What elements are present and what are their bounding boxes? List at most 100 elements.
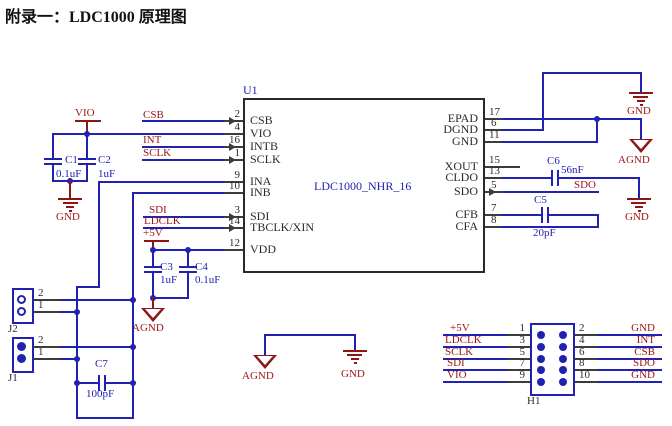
junction-dot bbox=[74, 380, 80, 386]
wire bbox=[542, 72, 642, 74]
capacitor-value: 100pF bbox=[86, 388, 115, 400]
header-net-label: GND bbox=[631, 322, 655, 334]
wire bbox=[143, 227, 226, 229]
wire bbox=[142, 159, 226, 161]
ic-pin-number: 12 bbox=[229, 237, 240, 249]
header-pin-dot bbox=[559, 331, 567, 339]
capacitor-c3-plate bbox=[144, 271, 162, 273]
ic-pin-name: INA bbox=[250, 174, 272, 188]
power-stem bbox=[86, 120, 88, 134]
ic-pin-name: SDO bbox=[453, 184, 478, 198]
ic-pin-number: 14 bbox=[229, 215, 240, 227]
ic-pin-number: 16 bbox=[229, 134, 240, 146]
capacitor-c5-plate bbox=[547, 207, 549, 223]
gnd-symbol bbox=[354, 362, 357, 364]
header-pin-number: 10 bbox=[579, 369, 590, 381]
pin-stub bbox=[33, 358, 60, 360]
agnd-symbol bbox=[633, 140, 649, 149]
gnd-symbol bbox=[631, 202, 646, 204]
header-pin-dot bbox=[537, 343, 545, 351]
ic-pin-name: VIO bbox=[250, 126, 272, 140]
wire bbox=[132, 192, 134, 419]
capacitor-value: 56nF bbox=[561, 164, 584, 176]
connector-pin-circle bbox=[17, 354, 26, 363]
net-label: SDO bbox=[574, 179, 597, 191]
agnd-label: AGND bbox=[132, 322, 164, 334]
header-net-label: SCLK bbox=[445, 346, 474, 358]
connector-ref-label: J1 bbox=[8, 372, 18, 384]
wire bbox=[52, 133, 54, 159]
capacitor-ref: C7 bbox=[95, 358, 108, 370]
wire bbox=[354, 334, 356, 351]
wire bbox=[598, 346, 662, 348]
header-pin-dot bbox=[537, 355, 545, 363]
wire bbox=[542, 72, 544, 131]
header-pin-number: 6 bbox=[579, 346, 585, 358]
header-net-label: +5V bbox=[450, 322, 470, 334]
ic-pin-number: 6 bbox=[491, 117, 497, 129]
ic-pin-name: CLDO bbox=[445, 170, 478, 184]
net-label: INT bbox=[143, 134, 162, 146]
wire bbox=[76, 286, 100, 288]
junction-dot bbox=[130, 380, 136, 386]
capacitor-c2-plate bbox=[78, 158, 96, 160]
wire bbox=[443, 358, 507, 360]
ic-pin-name: XOUT bbox=[444, 159, 478, 173]
wire bbox=[640, 72, 642, 93]
ic-pin-name: GND bbox=[452, 134, 478, 148]
pin-stub bbox=[224, 192, 243, 194]
ic-pin-name: EPAD bbox=[447, 111, 478, 125]
gnd-symbol bbox=[351, 358, 359, 360]
pin-stub bbox=[485, 166, 520, 168]
wire bbox=[549, 214, 599, 216]
power-bar bbox=[75, 120, 101, 122]
capacitor-value: 0.1uF bbox=[195, 274, 221, 286]
ic-part-number: LDC1000_NHR_16 bbox=[314, 179, 412, 193]
gnd-stem bbox=[69, 180, 71, 199]
gnd-symbol bbox=[343, 350, 367, 352]
wire bbox=[502, 191, 599, 193]
capacitor-c1-plate bbox=[44, 163, 62, 165]
ic-pin-number: 2 bbox=[234, 108, 241, 120]
pin-number: 2 bbox=[38, 334, 44, 346]
ic-pin-name: SDI bbox=[250, 209, 270, 223]
pin-stub bbox=[485, 129, 503, 131]
pin-stub bbox=[507, 381, 530, 383]
wire bbox=[596, 118, 598, 143]
capacitor-c5-plate bbox=[541, 207, 543, 223]
wire bbox=[76, 382, 99, 384]
agnd-symbol bbox=[257, 356, 273, 365]
ic-pin-number: 15 bbox=[489, 154, 500, 166]
ic-pin-name: CFB bbox=[455, 207, 478, 221]
ic-pin-number: 1 bbox=[234, 147, 241, 159]
ic-designator: U1 bbox=[243, 83, 258, 97]
pin-number: 1 bbox=[38, 346, 44, 358]
wire bbox=[443, 334, 507, 336]
pin-stub bbox=[485, 226, 503, 228]
junction-dot bbox=[130, 297, 136, 303]
wire bbox=[60, 346, 133, 348]
pin-stub bbox=[33, 299, 60, 301]
wire bbox=[598, 369, 662, 371]
agnd-symbol bbox=[145, 309, 161, 318]
header-pin-number: 8 bbox=[579, 357, 585, 369]
connector-pin-circle bbox=[17, 307, 26, 316]
pin-number: 1 bbox=[38, 299, 44, 311]
wire bbox=[86, 133, 88, 159]
pin-arrow-icon bbox=[229, 143, 236, 151]
header-pin-dot bbox=[537, 331, 545, 339]
wire bbox=[98, 181, 226, 183]
wire bbox=[52, 165, 54, 182]
capacitor-value: 0.1uF bbox=[56, 168, 82, 180]
gnd-symbol bbox=[633, 96, 648, 98]
ic-pin-number: 9 bbox=[234, 169, 241, 181]
net-label: CSB bbox=[143, 109, 164, 121]
gnd-label: GND bbox=[341, 368, 365, 380]
wire bbox=[152, 297, 189, 299]
connector-pin-circle bbox=[17, 295, 26, 304]
capacitor-ref: C2 bbox=[98, 154, 111, 166]
header-pin-number: 4 bbox=[579, 334, 585, 346]
connector-pin-circle bbox=[17, 342, 26, 351]
ic-pin-number: 3 bbox=[234, 204, 241, 216]
pin-stub bbox=[33, 311, 60, 313]
